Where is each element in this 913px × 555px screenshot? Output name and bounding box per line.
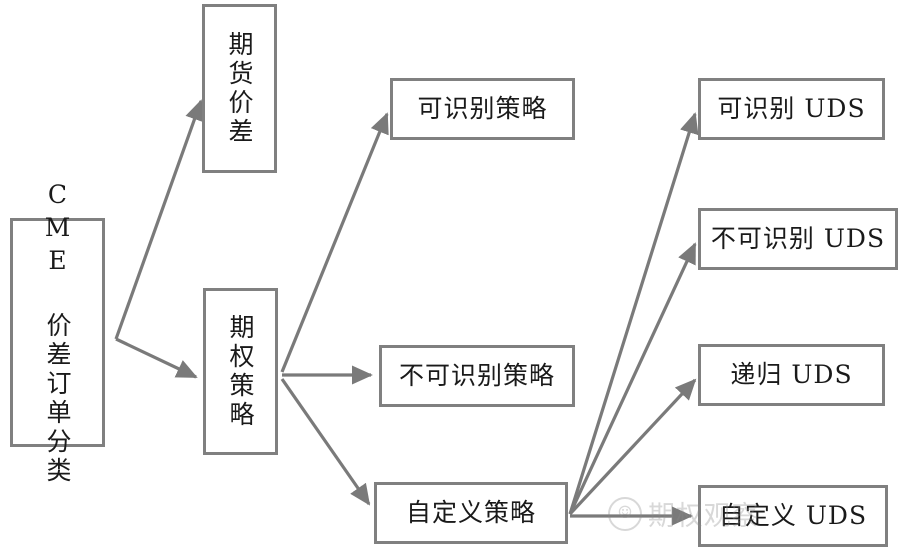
edge-custom-strategy-to-recognizable-uds xyxy=(568,112,699,515)
node-root-label: CME 价差订单分类 xyxy=(43,179,72,486)
edge-option-strategy-to-recognizable-strategy xyxy=(280,112,389,373)
node-recursive-uds[interactable]: 递归 UDS xyxy=(698,344,885,406)
node-option-strategy-label: 期权策略 xyxy=(226,313,255,430)
node-recognizable-strategy[interactable]: 可识别策略 xyxy=(390,78,575,140)
edge-root-to-option-strategy xyxy=(115,337,198,379)
node-recognizable-uds[interactable]: 可识别 UDS xyxy=(698,78,885,140)
edge-custom-strategy-to-unrecognizable-uds xyxy=(568,242,697,515)
node-unrecognizable-strategy-label: 不可识别策略 xyxy=(398,361,555,390)
node-futures-spread[interactable]: 期货价差 xyxy=(202,4,277,173)
node-recognizable-uds-label: 可识别 UDS xyxy=(717,94,866,123)
node-recursive-uds-label: 递归 UDS xyxy=(730,360,853,389)
node-recognizable-strategy-label: 可识别策略 xyxy=(417,94,548,123)
node-custom-strategy[interactable]: 自定义策略 xyxy=(374,482,568,544)
node-root[interactable]: CME 价差订单分类 xyxy=(10,180,105,486)
node-unrecognizable-uds[interactable]: 不可识别 UDS xyxy=(698,208,898,270)
node-option-strategy[interactable]: 期权策略 xyxy=(203,288,278,455)
edge-option-strategy-to-custom-strategy xyxy=(280,378,371,506)
node-futures-spread-label: 期货价差 xyxy=(225,30,254,147)
node-custom-strategy-label: 自定义策略 xyxy=(405,498,536,527)
node-unrecognizable-uds-label: 不可识别 UDS xyxy=(710,224,886,253)
node-custom-uds-label: 自定义 UDS xyxy=(718,501,868,530)
node-unrecognizable-strategy[interactable]: 不可识别策略 xyxy=(379,345,575,407)
edge-root-to-futures-spread xyxy=(114,99,204,340)
edge-custom-strategy-to-recursive-uds xyxy=(568,378,697,516)
node-custom-uds[interactable]: 自定义 UDS xyxy=(698,485,888,547)
